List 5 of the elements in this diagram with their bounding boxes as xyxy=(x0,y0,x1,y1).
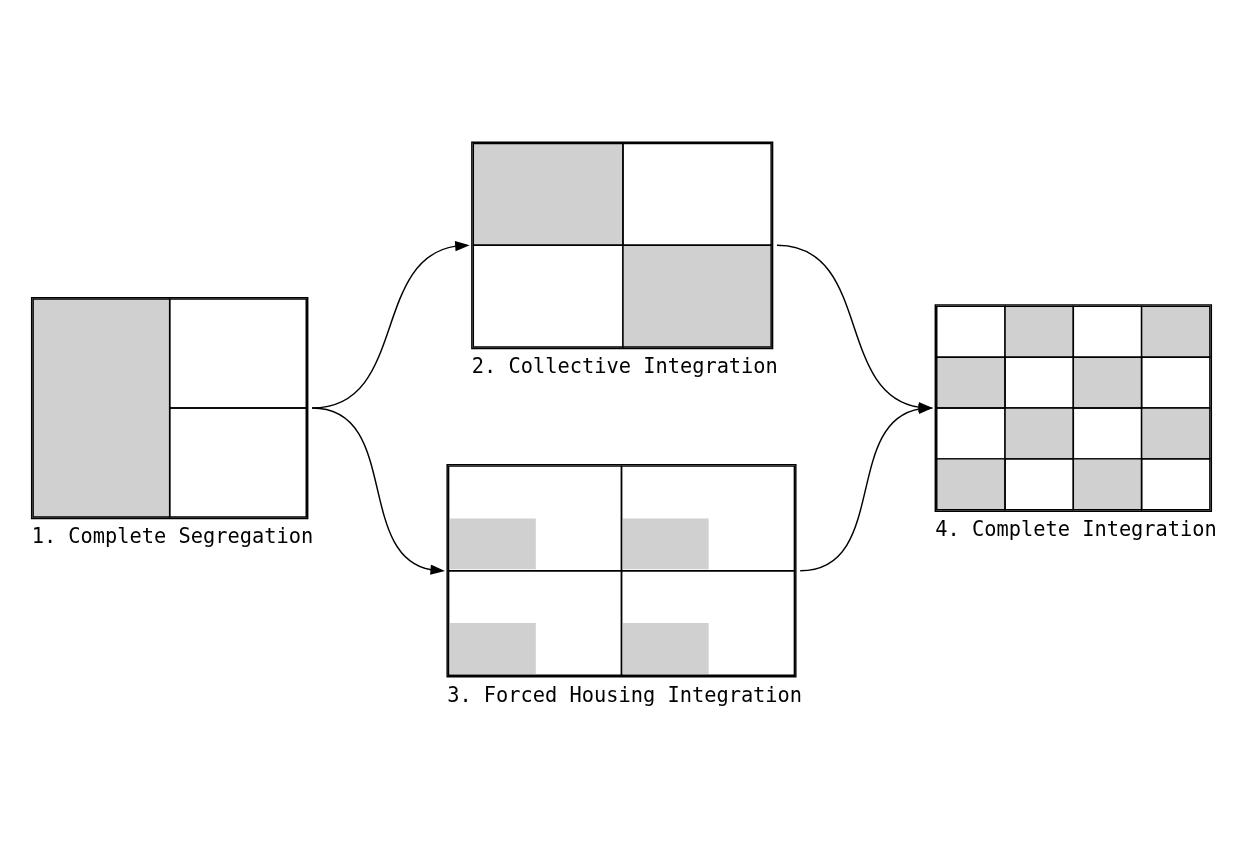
node-label: 1. Complete Segregation xyxy=(31,523,314,548)
arrow xyxy=(311,406,445,575)
node-label: 4. Complete Integration xyxy=(935,516,1217,541)
node-label: 3. Forced Housing Integration xyxy=(447,682,803,707)
node-label: 2. Collective Integration xyxy=(471,353,778,378)
